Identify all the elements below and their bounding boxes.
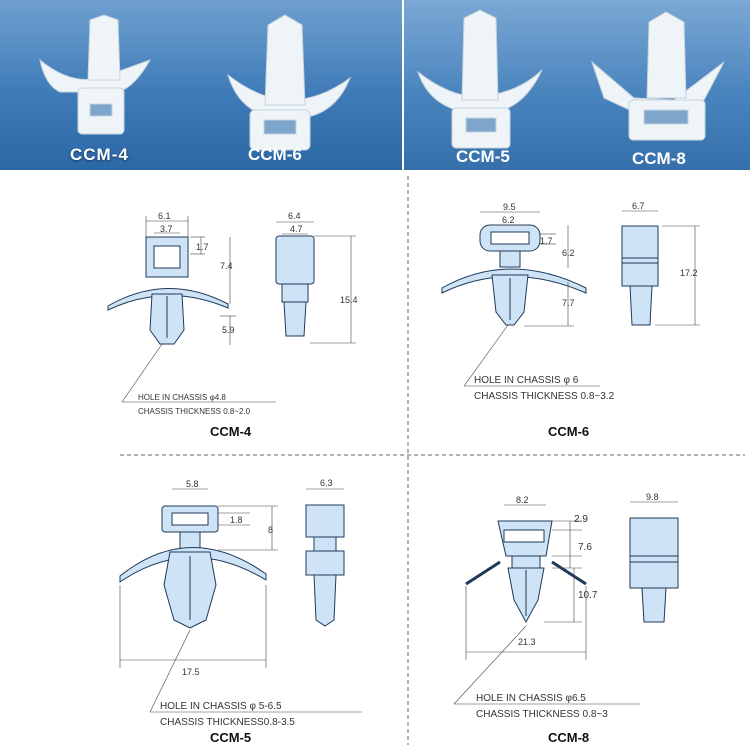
ccm8-photo-clip xyxy=(590,11,725,141)
ccm8-dim-slot-height: 2.9 xyxy=(574,514,588,525)
ccm5-drawing: 5.8 1.8 8 6.3 17.5 HOLE IN CHASSIS φ 5-6… xyxy=(119,478,362,745)
ccm4-hole-note: HOLE IN CHASSIS φ4.8 xyxy=(138,393,226,402)
ccm6-dim-head-height: 6.2 xyxy=(562,248,575,258)
ccm4-dim-side-width: 6.4 xyxy=(288,211,301,221)
ccm6-dim-side-width: 6.7 xyxy=(632,201,645,211)
photo-strip: CCM-4 CCM-6 CCM-5 CCM-8 xyxy=(0,0,750,170)
ccm5-photo-clip xyxy=(417,9,543,149)
ccm6-dim-width: 9.5 xyxy=(503,202,516,212)
ccm6-title: CCM-6 xyxy=(548,424,589,439)
ccm6-hole-note: HOLE IN CHASSIS φ 6 xyxy=(474,375,579,386)
ccm4-dim-slot-height: 1.7 xyxy=(196,242,209,252)
ccm5-side-view xyxy=(305,504,345,627)
ccm4-thickness-note: CHASSIS THICKNESS 0.8~2.0 xyxy=(138,407,251,416)
ccm6-photo-clip xyxy=(227,14,352,151)
ccm4-dim-head-height: 7.4 xyxy=(220,261,233,271)
ccm5-front-view xyxy=(119,505,267,629)
ccm4-title: CCM-4 xyxy=(210,424,252,439)
ccm4-dim-side-inner: 4.7 xyxy=(290,224,303,234)
ccm8-dim-wing-span: 21.3 xyxy=(518,637,536,647)
ccm6-dim-slot-width: 6.2 xyxy=(502,215,515,225)
ccm5-hole-note: HOLE IN CHASSIS φ 5-6.5 xyxy=(160,701,282,712)
ccm5-dim-slot-width: 5.8 xyxy=(186,479,199,489)
photo-label-ccm4: CCM-4 xyxy=(70,145,129,164)
ccm5-thickness-note: CHASSIS THICKNESS0.8-3.5 xyxy=(160,717,295,728)
product-photo-right: CCM-5 CCM-8 xyxy=(404,0,750,170)
ccm5-dim-head-height: 8 xyxy=(268,525,273,535)
ccm6-front-view xyxy=(441,224,587,326)
ccm6-thickness-note: CHASSIS THICKNESS 0.8~3.2 xyxy=(474,391,615,402)
photo-label-ccm5: CCM-5 xyxy=(456,147,510,166)
ccm8-dimension-lines xyxy=(453,501,678,705)
ccm6-dim-leg-length: 7.7 xyxy=(562,298,575,308)
ccm4-photo-clip xyxy=(39,14,152,135)
ccm4-dim-slot-width: 3.7 xyxy=(160,224,173,234)
ccm8-drawing: 8.2 2.9 7.6 10.7 9.8 21.3 HOLE IN CHASSI… xyxy=(453,492,679,745)
ccm5-dim-wing-span: 17.5 xyxy=(182,667,200,677)
ccm8-hole-note: HOLE IN CHASSIS φ6.5 xyxy=(476,693,586,704)
ccm8-title: CCM-8 xyxy=(548,730,589,745)
ccm8-front-view xyxy=(465,520,587,624)
ccm5-title: CCM-5 xyxy=(210,730,251,745)
ccm4-dimension-lines xyxy=(121,216,356,403)
ccm8-dim-side-width: 9.8 xyxy=(646,492,659,502)
photo-label-ccm6: CCM-6 xyxy=(248,145,302,164)
ccm8-dim-head-height: 7.6 xyxy=(578,542,592,553)
ccm4-front-view xyxy=(107,236,229,345)
ccm6-drawing: 9.5 6.2 1.7 6.2 7.7 6.7 17.2 HOLE IN CHA… xyxy=(441,201,700,439)
ccm5-dim-slot-height: 1.8 xyxy=(230,515,243,525)
ccm6-dim-total-height: 17.2 xyxy=(680,268,698,278)
clip-photos-right: CCM-5 CCM-8 xyxy=(417,9,725,168)
ccm4-drawing: 6.1 3.7 1.7 7.4 5.9 6.4 4.7 15.4 HOLE IN… xyxy=(107,211,358,439)
ccm4-dim-width: 6.1 xyxy=(158,211,171,221)
ccm5-dim-side-width: 6.3 xyxy=(320,478,333,488)
ccm4-side-view xyxy=(275,235,315,337)
photo-label-ccm8: CCM-8 xyxy=(632,149,686,168)
ccm4-dim-total-height: 15.4 xyxy=(340,295,358,305)
ccm8-thickness-note: CHASSIS THICKNESS 0.8~3 xyxy=(476,709,608,720)
ccm6-dim-slot-height: 1.7 xyxy=(540,236,553,246)
ccm8-dim-leg-length: 10.7 xyxy=(578,590,598,601)
ccm4-dim-leg-length: 5.9 xyxy=(222,325,235,335)
clip-photos-left: CCM-4 CCM-6 xyxy=(39,14,352,164)
technical-drawings: 6.1 3.7 1.7 7.4 5.9 6.4 4.7 15.4 HOLE IN… xyxy=(107,176,745,745)
ccm6-dimension-lines xyxy=(463,210,700,387)
ccm8-dim-slot-width: 8.2 xyxy=(516,495,529,505)
product-photo-left: CCM-4 CCM-6 xyxy=(0,0,402,170)
ccm6-side-view xyxy=(621,225,659,326)
ccm5-dimension-lines xyxy=(119,488,362,713)
ccm8-side-view xyxy=(629,517,679,623)
